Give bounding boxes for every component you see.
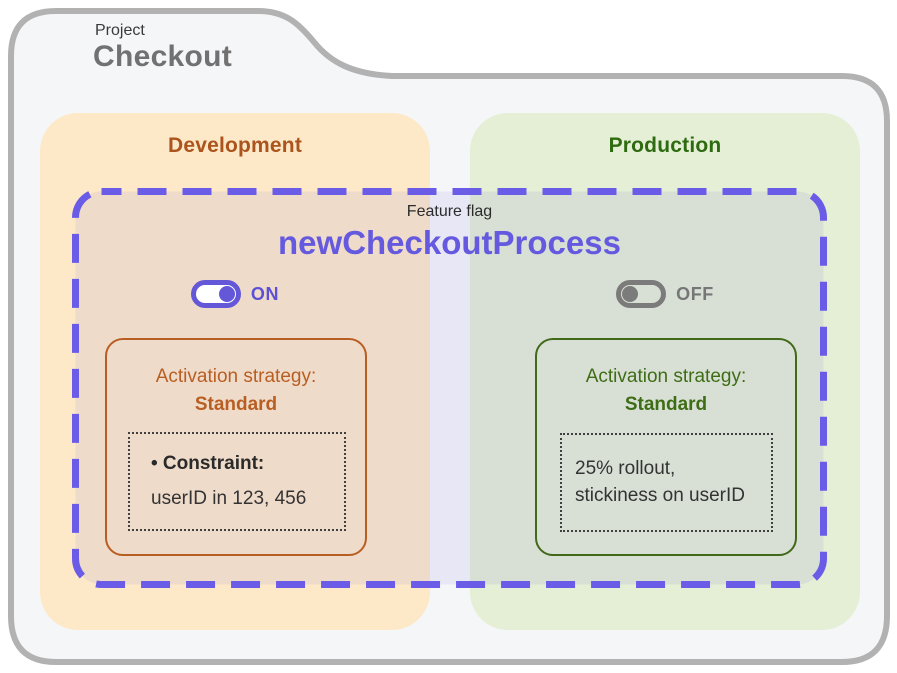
strategy-title: Activation strategy: xyxy=(585,366,747,387)
toggle-on-label: ON xyxy=(250,283,280,304)
toggle-knob-icon xyxy=(622,286,639,302)
project-title: Checkout xyxy=(93,40,233,73)
strategy-title: Activation strategy: xyxy=(155,366,317,387)
rollout-line-2: stickiness on userID xyxy=(575,484,746,506)
toggle-off-label: OFF xyxy=(676,283,714,304)
constraint-value: userID in 123, 456 xyxy=(151,488,307,509)
constraint-box: • Constraint: userID in 123, 456 xyxy=(128,432,346,531)
environment-label-development: Development xyxy=(167,134,303,157)
project-eyebrow: Project xyxy=(95,22,145,39)
toggle-row-development: ON xyxy=(40,279,430,309)
strategy-card-development: Activation strategy: Standard xyxy=(105,338,367,556)
strategy-name: Standard xyxy=(194,394,278,415)
environment-label-production: Production xyxy=(608,134,722,157)
toggle-knob-icon xyxy=(218,286,235,302)
rollout-box: 25% rollout, stickiness on userID xyxy=(560,433,773,532)
strategy-name: Standard xyxy=(624,394,708,415)
constraint-heading: • Constraint: xyxy=(151,453,265,474)
strategy-card-production: Activation strategy: Standard xyxy=(535,338,797,556)
feature-flag-name: newCheckoutProcess xyxy=(278,224,621,261)
rollout-line-1: 25% rollout, xyxy=(575,457,676,479)
toggle-off[interactable] xyxy=(616,280,667,308)
toggle-on[interactable] xyxy=(190,280,241,308)
toggle-row-production: OFF xyxy=(470,279,860,309)
feature-flag-eyebrow: Feature flag xyxy=(406,203,493,220)
